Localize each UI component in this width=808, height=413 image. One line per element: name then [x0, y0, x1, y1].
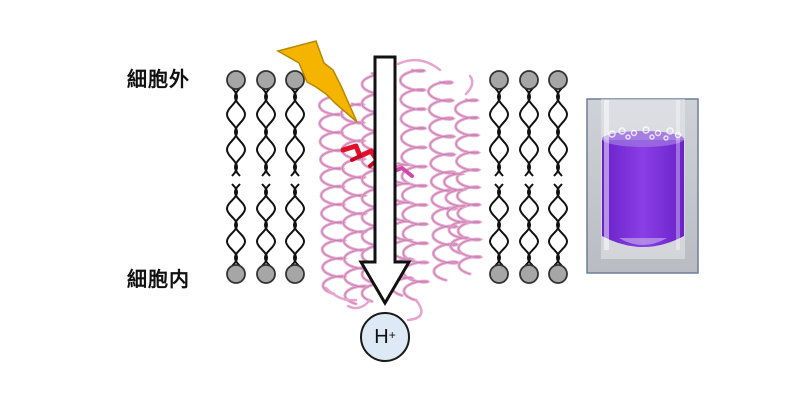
lipid-head	[520, 71, 538, 89]
proton-symbol: H	[374, 326, 388, 349]
lipid-head	[520, 265, 538, 283]
lipid-bilayer-left	[227, 71, 304, 283]
lipid-head	[257, 71, 275, 89]
extracellular-label: 細胞外	[127, 67, 190, 91]
proton-circle: H+	[360, 312, 410, 362]
protein-helix	[319, 96, 344, 294]
lipid-bilayer-right	[490, 71, 567, 283]
lipid-head	[549, 265, 567, 283]
lipid-head	[227, 71, 245, 89]
intracellular-label: 細胞内	[127, 267, 190, 291]
proton-charge: +	[389, 328, 396, 342]
purple-solution-vial-photo	[587, 99, 698, 273]
lipid-head	[549, 71, 567, 89]
lipid-head	[227, 265, 245, 283]
lipid-head	[257, 265, 275, 283]
lipid-head	[490, 265, 508, 283]
lipid-head	[286, 71, 304, 89]
lipid-head	[286, 265, 304, 283]
down-arrow-icon	[361, 57, 409, 303]
lipid-head	[490, 71, 508, 89]
